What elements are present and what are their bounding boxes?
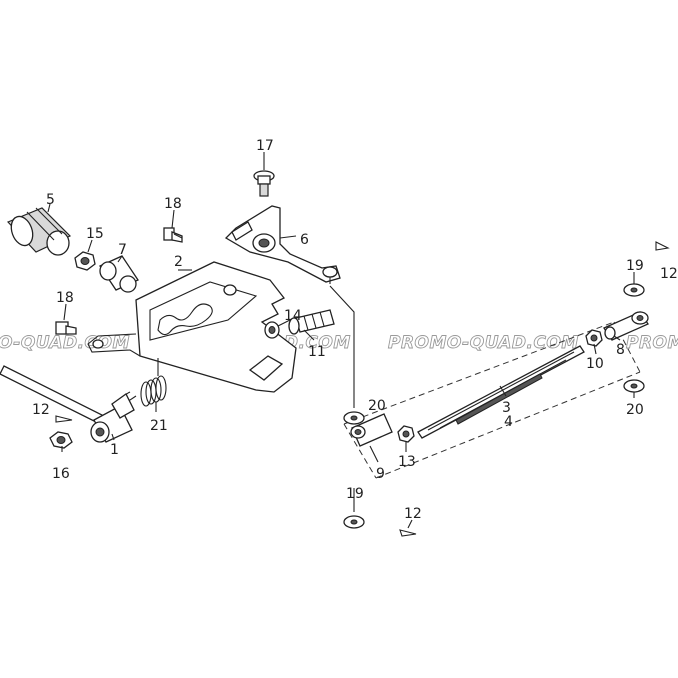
label-part-21: 21 <box>150 418 168 434</box>
washer-part-20a <box>343 411 365 425</box>
label-part-11: 11 <box>308 344 326 360</box>
assembly-bracket-lower <box>375 371 641 479</box>
nut-part-16 <box>49 431 73 449</box>
nut-part-10 <box>585 329 603 347</box>
label-part-6: 6 <box>300 232 309 248</box>
watermark-right: PROM <box>626 333 678 353</box>
label-part-15: 15 <box>86 226 104 242</box>
bolt-part-17 <box>253 170 275 197</box>
bolt-part-11 <box>288 309 335 335</box>
label-part-19b: 19 <box>346 486 364 502</box>
label-part-1: 1 <box>110 442 119 458</box>
label-part-12c: 12 <box>660 266 678 282</box>
label-part-18a: 18 <box>164 196 182 212</box>
threaded-rod-part-3 <box>417 345 585 439</box>
assembly-bracket-end <box>343 423 377 479</box>
washer-part-20b <box>623 379 645 393</box>
rod-end-part-9 <box>350 413 393 447</box>
cotter-pin-part-12c <box>655 241 670 251</box>
bracket-plate-part-2 <box>87 261 297 393</box>
label-part-7: 7 <box>118 242 127 258</box>
washer-part-19a <box>623 283 645 297</box>
label-part-14: 14 <box>284 308 302 324</box>
watermark-center-right: PROMO-QUAD.COM <box>388 333 579 353</box>
label-part-8: 8 <box>616 342 625 358</box>
label-part-5: 5 <box>46 192 55 208</box>
brake-arm-part-6 <box>224 205 341 284</box>
label-part-3: 3 <box>502 400 511 416</box>
cotter-pin-part-12b <box>399 529 417 537</box>
bolt-part-18a <box>163 227 183 243</box>
label-part-18b: 18 <box>56 290 74 306</box>
label-part-10: 10 <box>586 356 604 372</box>
nut-part-13 <box>397 425 415 443</box>
bolt-part-18b <box>55 321 77 335</box>
label-part-16: 16 <box>52 466 70 482</box>
leader-lines <box>47 152 635 529</box>
label-part-12a: 12 <box>32 402 50 418</box>
label-part-9: 9 <box>376 466 385 482</box>
watermark-left: O-QUAD.COM <box>0 333 130 353</box>
assembly-bracket-upper <box>343 321 615 425</box>
label-part-12b: 12 <box>404 506 422 522</box>
label-part-20b: 20 <box>626 402 644 418</box>
rod-end-part-8 <box>603 311 649 341</box>
nut-part-15 <box>74 251 96 271</box>
label-part-20a: 20 <box>368 398 386 414</box>
pedal-shaft-part-1 <box>0 365 135 443</box>
cotter-pin-part-12a <box>55 415 73 423</box>
washer-part-14 <box>264 321 280 339</box>
washer-part-19b <box>343 515 365 529</box>
label-part-2: 2 <box>174 254 183 270</box>
leader-line-arm <box>329 285 355 408</box>
collar-part-7 <box>99 255 139 293</box>
label-part-19a: 19 <box>626 258 644 274</box>
label-part-13: 13 <box>398 454 416 470</box>
label-part-17: 17 <box>256 138 274 154</box>
pedal-rubber-part-5 <box>6 207 72 256</box>
label-part-4: 4 <box>504 414 513 430</box>
